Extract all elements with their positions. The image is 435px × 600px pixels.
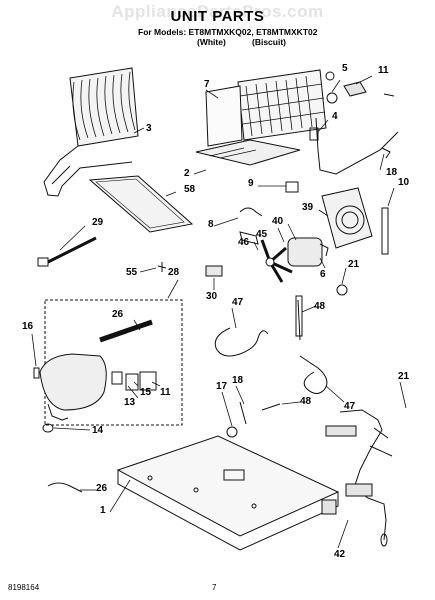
- wiring-harness-lower: [321, 409, 393, 547]
- models-line: For Models: ET8MTMXKQ02, ET8MTMXKT02: [138, 27, 318, 37]
- callout-17: 17: [216, 381, 228, 392]
- drain-tray: [88, 175, 194, 233]
- callout-4: 4: [332, 111, 338, 122]
- callout-26: 26: [96, 483, 108, 494]
- base-plate: [116, 435, 340, 551]
- callout-7: 7: [204, 79, 210, 90]
- callout-8: 8: [208, 219, 214, 230]
- tubing: [214, 295, 328, 394]
- callout-42: 42: [334, 549, 346, 560]
- condenser-coil: [43, 67, 139, 197]
- callout-21: 21: [398, 371, 410, 382]
- callout-39: 39: [302, 202, 314, 213]
- callout-10: 10: [398, 177, 410, 188]
- callout-11: 11: [378, 65, 389, 76]
- callout-18: 18: [232, 375, 244, 386]
- callout-47: 47: [344, 401, 356, 412]
- page-title: UNIT PARTS: [170, 8, 265, 25]
- callout-43: 45: [256, 229, 268, 240]
- callout-6: 6: [320, 269, 326, 280]
- callout-32: 30: [206, 291, 218, 302]
- watermark: AppliancePartsPros.com: [111, 2, 324, 21]
- compressor-group: [33, 299, 183, 433]
- callout-14: 14: [92, 425, 104, 436]
- callout-12: 11: [160, 387, 171, 398]
- callout-58: 58: [184, 184, 196, 195]
- callout-2: 2: [184, 168, 190, 179]
- callout-1: 1: [100, 505, 106, 516]
- doc-number: 8198164: [8, 583, 40, 592]
- callout-3: 3: [146, 123, 152, 134]
- leader-lines: [31, 75, 407, 549]
- fan-assembly: [239, 181, 373, 283]
- callout-44: 46: [238, 237, 250, 248]
- callout-28: 28: [168, 267, 180, 278]
- callout-46: 47: [232, 297, 244, 308]
- callout-48: 48: [300, 396, 312, 407]
- variant-biscuit: (Biscuit): [252, 37, 286, 47]
- callout-22: 21: [348, 259, 360, 270]
- page-number: 7: [212, 583, 217, 592]
- callout-16: 16: [22, 321, 34, 332]
- callout-55: 55: [126, 267, 138, 278]
- evaporator-coil: [237, 69, 338, 141]
- callout-5: 5: [342, 63, 348, 74]
- callout-15: 15: [140, 387, 152, 398]
- callout-30: 29: [92, 217, 104, 228]
- wiring-harness-upper: [309, 81, 399, 255]
- callout-29: 26: [112, 309, 124, 320]
- small-parts: [37, 207, 348, 493]
- variant-white: (White): [197, 37, 226, 47]
- callout-45: 48: [314, 301, 326, 312]
- callout-9: 9: [248, 178, 254, 189]
- evaporator-cover: [195, 85, 301, 166]
- callout-19: 18: [386, 167, 398, 178]
- callout-13: 13: [124, 397, 136, 408]
- callout-40: 40: [272, 216, 284, 227]
